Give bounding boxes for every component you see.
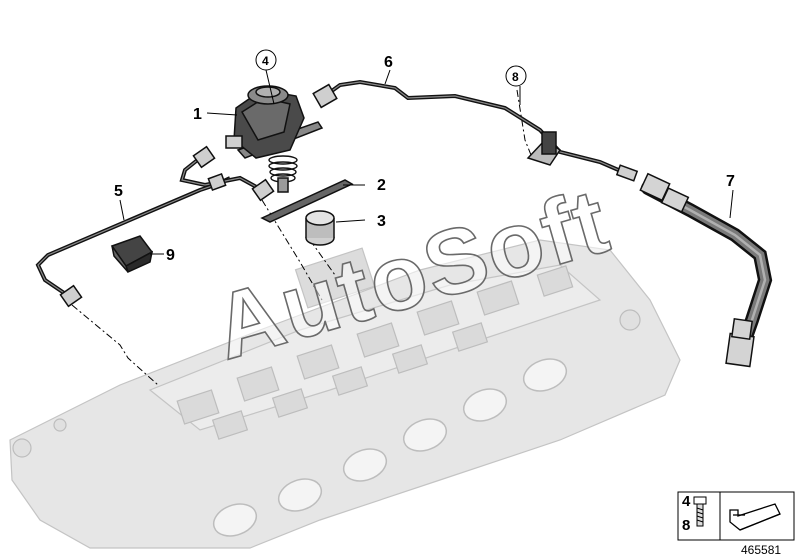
callout-4-circle [255,49,277,71]
diagram-id: 465581 [741,543,781,557]
part-9 [110,235,154,274]
callout-7: 7 [726,173,735,190]
screw-icon [693,496,707,527]
bracket-arrow-icon [729,503,781,531]
callout-4: 4 [262,54,269,68]
callout-6: 6 [384,54,393,71]
assembly-leader-lines [71,89,534,386]
high-pressure-pump-1 [225,85,324,193]
pipe-bracket-8 [526,131,562,166]
legend-number-bottom: 8 [682,517,690,534]
legend-box: 4 8 [677,491,795,541]
cylinder-head-illustration [9,239,681,549]
callout-leaders [119,69,734,255]
callout-5: 5 [114,183,123,200]
callout-8-circle [505,65,527,87]
fuel-line-6 [320,79,631,177]
pipe-fittings [59,145,275,308]
callout-3: 3 [377,213,386,230]
legend-number-top: 4 [682,493,691,510]
callout-8: 8 [512,70,519,84]
callout-1: 1 [193,106,202,123]
fuel-hose-7 [639,172,773,368]
callout-2: 2 [377,177,386,194]
gasket-2 [260,179,354,223]
spacer-3 [305,210,335,246]
callout-9: 9 [166,247,175,264]
